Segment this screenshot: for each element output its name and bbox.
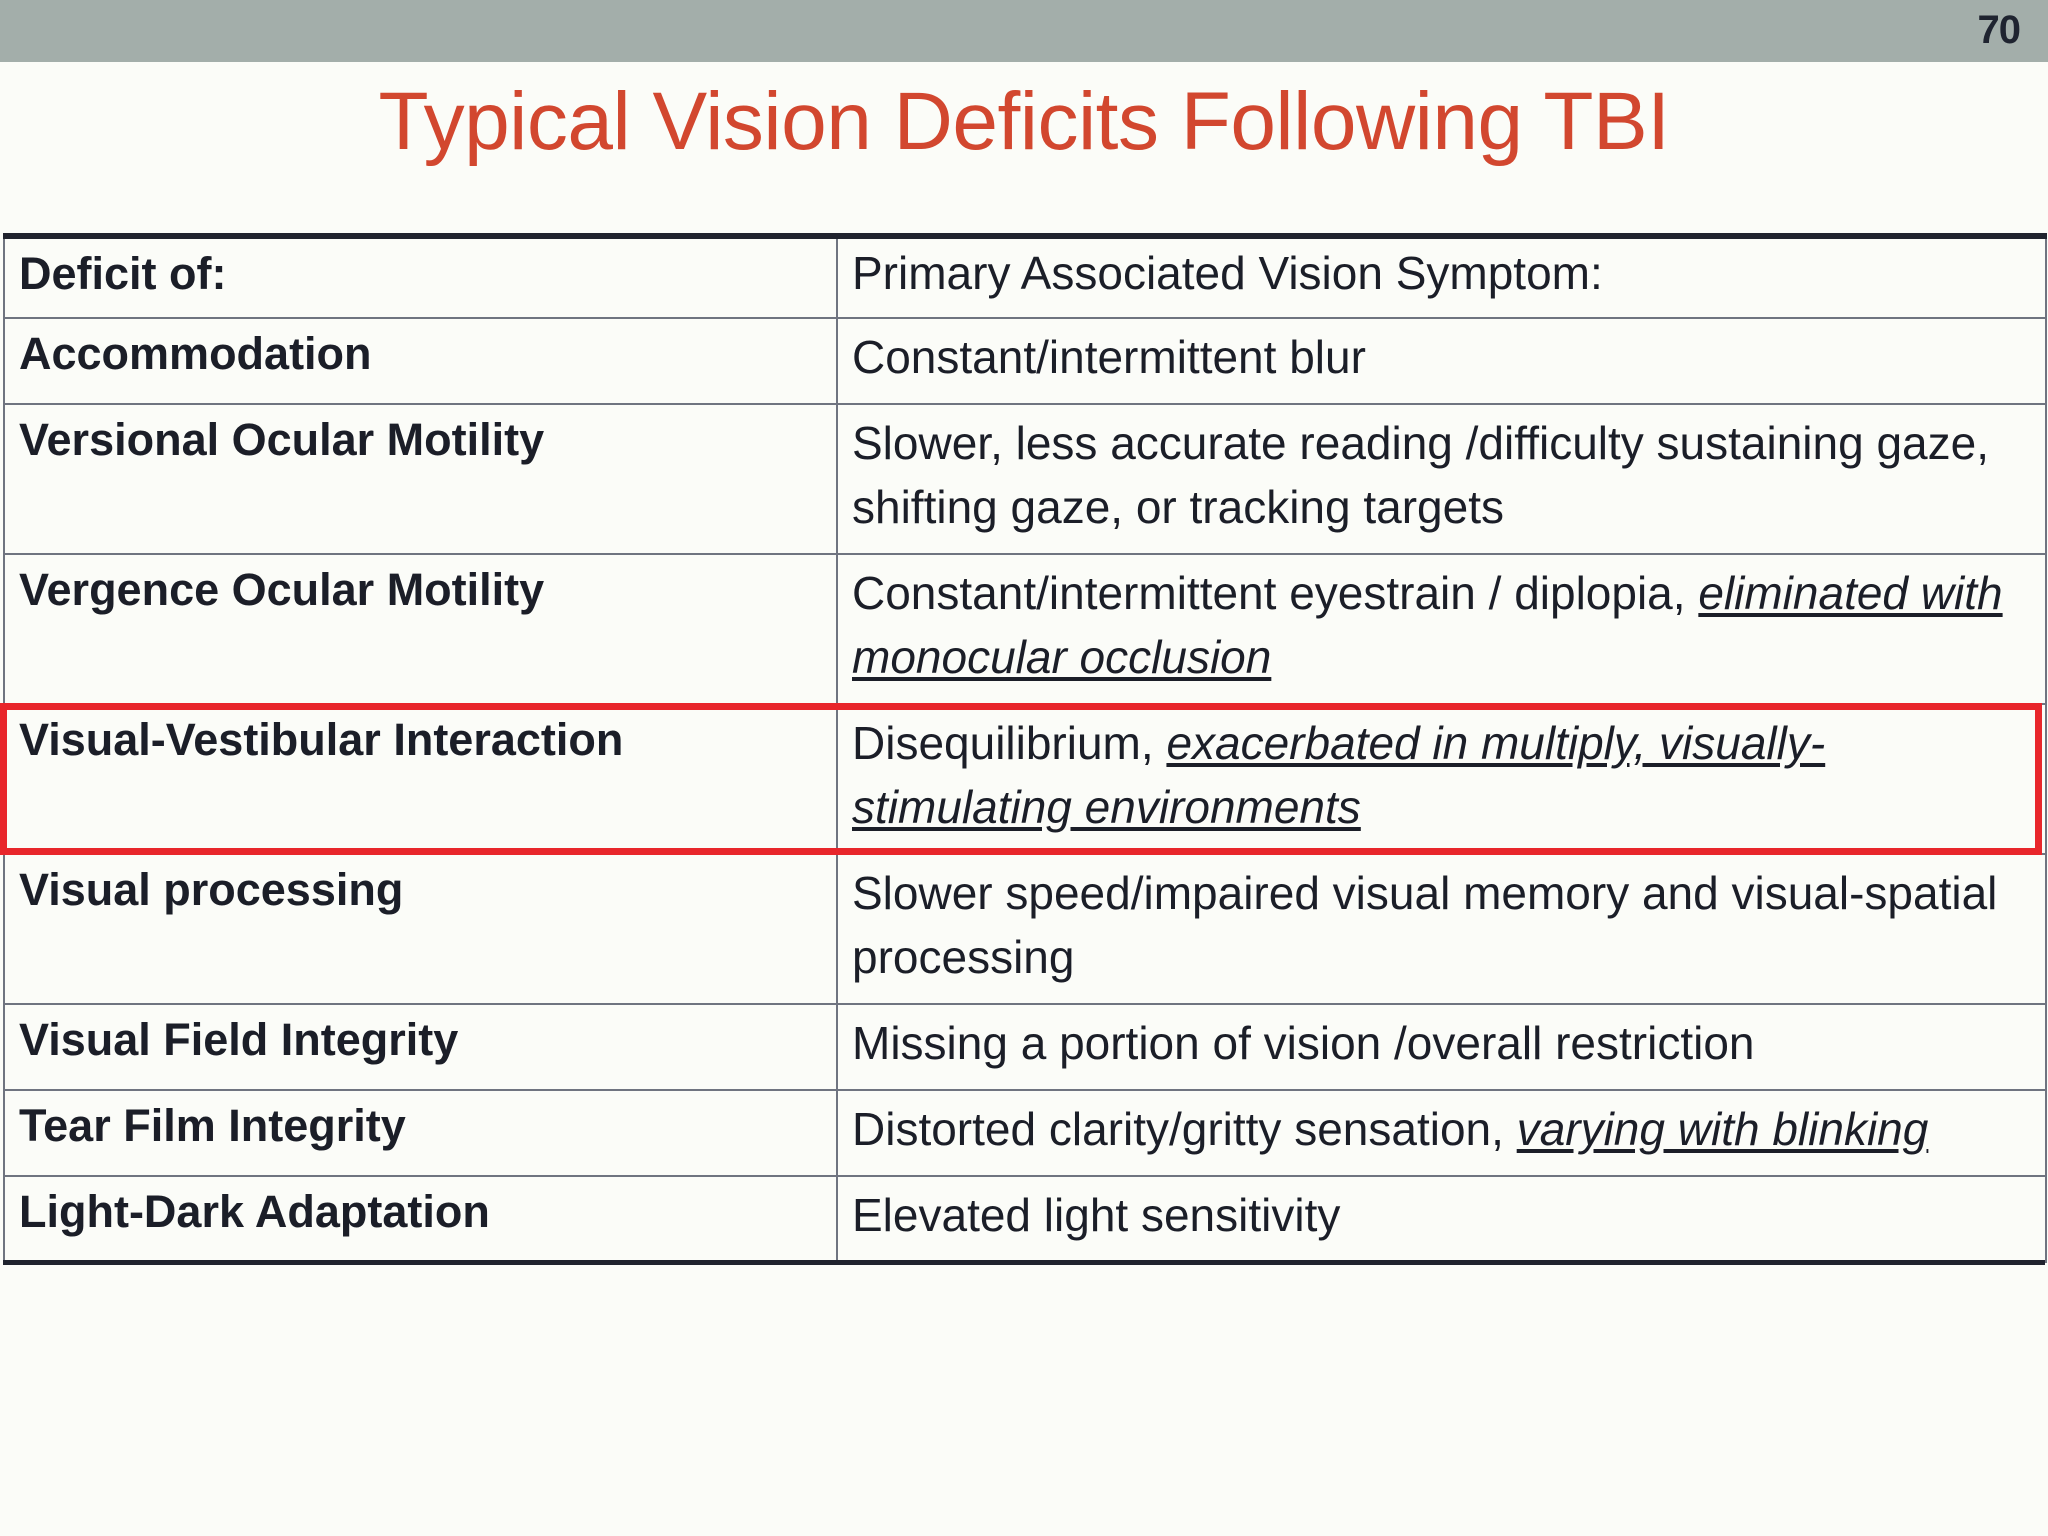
column-header-deficit-label: Deficit of: <box>19 248 227 299</box>
symptom-text: Slower speed/impaired visual memory and … <box>852 867 1997 983</box>
symptom-cell: Disequilibrium, exacerbated in multiply,… <box>836 704 2047 854</box>
deficit-label: Tear Film Integrity <box>19 1100 406 1151</box>
symptom-plain: Constant/intermittent eyestrain / diplop… <box>852 567 1686 619</box>
vision-deficits-table: Deficit of: Primary Associated Vision Sy… <box>3 233 2047 1263</box>
symptom-emphasis: exacerbated in multiply, visually-stimul… <box>852 717 1826 833</box>
deficit-cell: Accommodation <box>3 317 838 405</box>
table-bottom-rule <box>3 1260 2045 1265</box>
symptom-text: Constant/intermittent blur <box>852 331 1366 383</box>
deficit-label: Accommodation <box>19 328 372 379</box>
table-header-row: Deficit of: Primary Associated Vision Sy… <box>3 233 2047 319</box>
table-row: Tear Film Integrity Distorted clarity/gr… <box>3 1089 2047 1177</box>
symptom-cell: Slower, less accurate reading /difficult… <box>836 403 2047 555</box>
column-header-deficit: Deficit of: <box>3 233 838 319</box>
deficit-cell: Visual processing <box>3 853 838 1005</box>
symptom-text: Disequilibrium, exacerbated in multiply,… <box>852 717 1825 833</box>
symptom-plain: Slower speed/impaired visual memory and … <box>852 867 1998 983</box>
column-header-symptom-label: Primary Associated Vision Symptom: <box>852 247 1603 299</box>
column-header-symptom: Primary Associated Vision Symptom: <box>836 233 2047 319</box>
table-row: Vergence Ocular Motility Constant/interm… <box>3 553 2047 705</box>
table-row: Light-Dark Adaptation Elevated light sen… <box>3 1175 2047 1263</box>
table-body: Deficit of: Primary Associated Vision Sy… <box>3 233 2047 1263</box>
deficit-cell: Light-Dark Adaptation <box>3 1175 838 1263</box>
symptom-text: Missing a portion of vision /overall res… <box>852 1017 1754 1069</box>
slide-header-bar <box>0 0 2048 62</box>
deficit-cell: Vergence Ocular Motility <box>3 553 838 705</box>
table-row: Visual processing Slower speed/impaired … <box>3 853 2047 1005</box>
deficit-label: Visual Field Integrity <box>19 1014 459 1065</box>
symptom-emphasis: varying with blinking <box>1516 1103 1929 1155</box>
symptom-plain: Constant/intermittent blur <box>852 331 1366 383</box>
deficit-cell: Versional Ocular Motility <box>3 403 838 555</box>
symptom-plain: Slower, less accurate reading /difficult… <box>852 417 1989 533</box>
deficit-label: Vergence Ocular Motility <box>19 564 545 615</box>
deficit-label: Visual processing <box>19 864 404 915</box>
deficit-cell: Tear Film Integrity <box>3 1089 838 1177</box>
symptom-text: Elevated light sensitivity <box>852 1189 1340 1241</box>
symptom-cell: Distorted clarity/gritty sensation, vary… <box>836 1089 2047 1177</box>
symptom-text: Slower, less accurate reading /difficult… <box>852 417 1989 533</box>
table-row: Visual Field Integrity Missing a portion… <box>3 1003 2047 1091</box>
page-number: 70 <box>1977 8 2021 52</box>
deficit-label: Visual-Vestibular Interaction <box>19 714 624 765</box>
deficit-cell: Visual-Vestibular Interaction <box>3 704 838 854</box>
symptom-cell: Constant/intermittent eyestrain / diplop… <box>836 553 2047 705</box>
table-row: Accommodation Constant/intermittent blur <box>3 317 2047 405</box>
symptom-cell: Elevated light sensitivity <box>836 1175 2047 1263</box>
symptom-text: Constant/intermittent eyestrain / diplop… <box>852 567 2003 683</box>
symptom-emphasis: eliminated with monocular occlusion <box>852 567 2003 683</box>
symptom-cell: Constant/intermittent blur <box>836 317 2047 405</box>
symptom-plain: Missing a portion of vision /overall res… <box>852 1017 1755 1069</box>
symptom-plain: Elevated light sensitivity <box>852 1189 1341 1241</box>
symptom-plain: Disequilibrium, <box>852 717 1154 769</box>
symptom-text: Distorted clarity/gritty sensation, vary… <box>852 1103 1928 1155</box>
table-row-highlighted: Visual-Vestibular Interaction Disequilib… <box>3 704 2047 854</box>
deficit-label: Versional Ocular Motility <box>19 414 545 465</box>
symptom-cell: Slower speed/impaired visual memory and … <box>836 853 2047 1005</box>
symptom-cell: Missing a portion of vision /overall res… <box>836 1003 2047 1091</box>
deficit-label: Light-Dark Adaptation <box>19 1186 490 1237</box>
table-row: Versional Ocular Motility Slower, less a… <box>3 403 2047 555</box>
symptom-plain: Distorted clarity/gritty sensation, <box>852 1103 1504 1155</box>
page-title: Typical Vision Deficits Following TBI <box>378 76 1670 167</box>
deficit-cell: Visual Field Integrity <box>3 1003 838 1091</box>
